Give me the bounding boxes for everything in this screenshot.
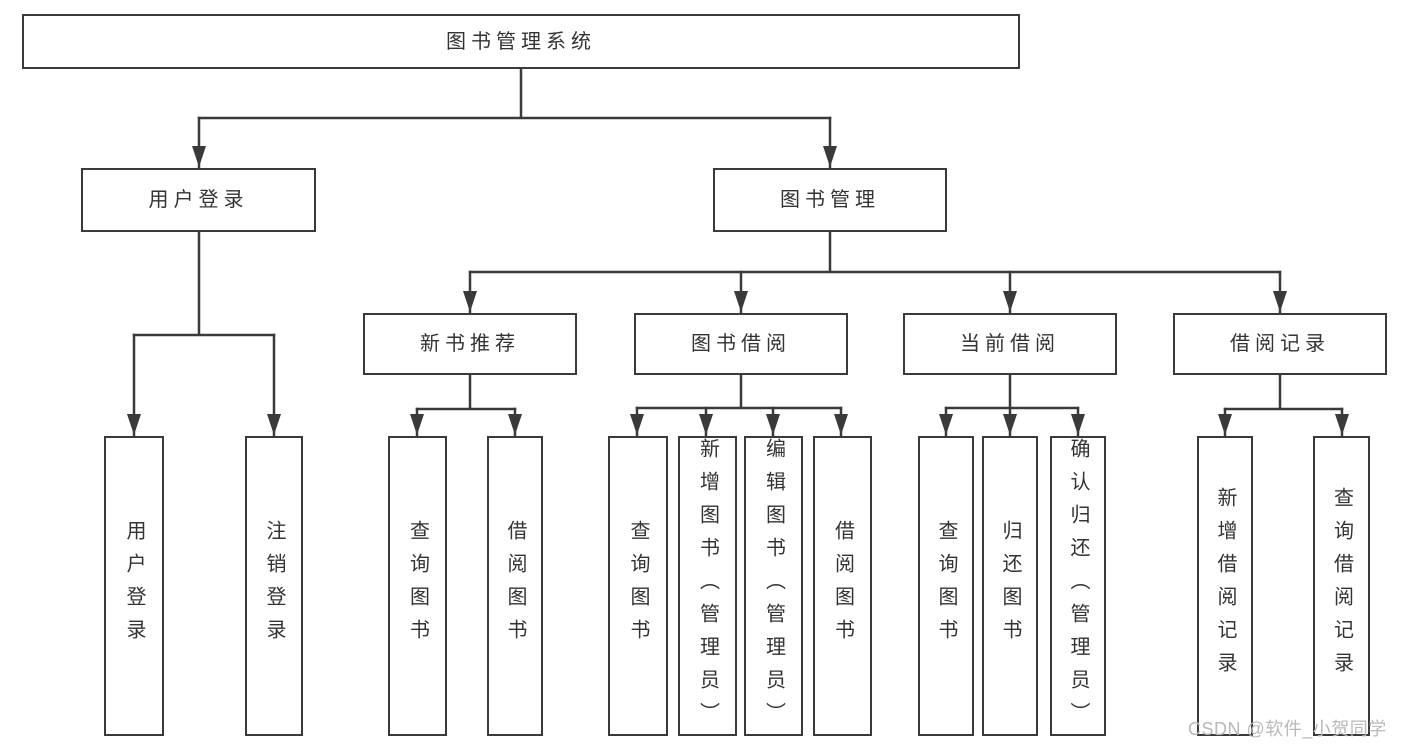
- node-label: 新书推荐: [420, 333, 520, 355]
- leaf-user-login: 用户登录: [104, 436, 164, 736]
- node-label: 新增借阅记录: [1214, 487, 1236, 685]
- leaf-query-borrow-record: 查询借阅记录: [1313, 436, 1370, 736]
- node-label: 用户登录: [123, 520, 145, 652]
- node-label: 编辑图书（管理员）: [762, 437, 785, 735]
- leaf-borrow-book-recommend: 借阅图书: [487, 436, 543, 736]
- node-label: 确认归还（管理员）: [1067, 437, 1089, 735]
- node-current-borrow: 当前借阅: [903, 313, 1117, 375]
- node-borrow-records: 借阅记录: [1173, 313, 1387, 375]
- node-label: 新增图书（管理员）: [696, 437, 719, 735]
- leaf-confirm-return-admin: 确认归还（管理员）: [1050, 436, 1106, 736]
- node-label: 查询图书: [935, 520, 957, 652]
- leaf-query-book-recommend: 查询图书: [388, 436, 447, 736]
- node-label: 图书管理系统: [446, 30, 596, 53]
- node-label: 查询图书: [627, 520, 649, 652]
- leaf-logout: 注销登录: [245, 436, 303, 736]
- node-label: 图书管理: [780, 189, 880, 211]
- node-book-borrow: 图书借阅: [634, 313, 848, 375]
- leaf-borrow-book-borrow: 借阅图书: [813, 436, 872, 736]
- leaf-return-book: 归还图书: [982, 436, 1038, 736]
- node-root-library-system: 图书管理系统: [22, 14, 1020, 69]
- node-user-login: 用户登录: [81, 168, 316, 232]
- node-label: 借阅记录: [1230, 333, 1330, 355]
- node-book-management: 图书管理: [713, 168, 947, 232]
- node-label: 注销登录: [263, 520, 285, 652]
- node-label: 用户登录: [148, 189, 249, 211]
- node-new-book-recommend: 新书推荐: [363, 313, 577, 375]
- node-label: 查询图书: [406, 520, 429, 652]
- leaf-query-book-current: 查询图书: [918, 436, 974, 736]
- node-label: 当前借阅: [960, 333, 1060, 355]
- node-label: 借阅图书: [504, 520, 526, 652]
- leaf-edit-book-admin: 编辑图书（管理员）: [744, 436, 803, 736]
- leaf-query-book-borrow: 查询图书: [608, 436, 668, 736]
- node-label: 归还图书: [999, 520, 1021, 652]
- node-label: 查询借阅记录: [1330, 487, 1353, 685]
- leaf-add-book-admin: 新增图书（管理员）: [678, 436, 737, 736]
- node-label: 借阅图书: [831, 520, 854, 652]
- node-label: 图书借阅: [691, 333, 791, 355]
- leaf-add-borrow-record: 新增借阅记录: [1197, 436, 1253, 736]
- csdn-watermark: CSDN @软件_小贺同学: [1188, 719, 1387, 739]
- tree-connector-lines: [132, 67, 1344, 411]
